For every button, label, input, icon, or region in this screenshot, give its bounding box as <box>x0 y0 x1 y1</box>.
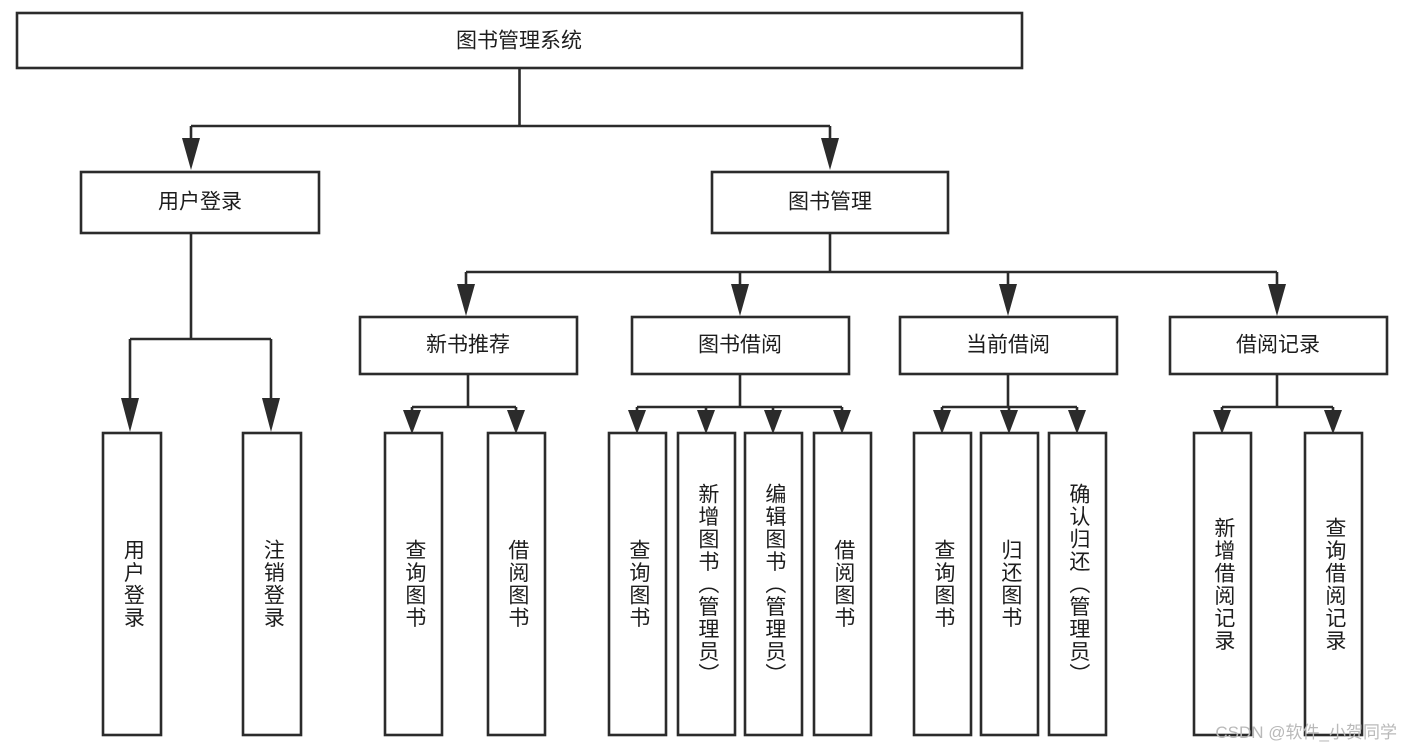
arrow-head-leaf-borrow-book-1 <box>507 410 525 434</box>
node-label-root: 图书管理系统 <box>456 30 582 53</box>
node-box-leaf-query-book-1[interactable] <box>383 431 444 737</box>
arrow-head-user-login <box>182 138 200 170</box>
arrow-head-leaf-query-book-1 <box>403 410 421 434</box>
arrow-head-new-book-rec <box>457 284 475 316</box>
node-box-leaf-logout[interactable] <box>241 431 303 737</box>
node-box-leaf-add-book-admin[interactable] <box>676 431 737 737</box>
node-box-leaf-user-login[interactable] <box>101 431 163 737</box>
connector-group-current-borrow <box>933 374 1086 434</box>
node-box-leaf-borrow-book-1[interactable] <box>486 431 547 737</box>
node-label-user-login: 用户登录 <box>158 191 242 214</box>
arrow-head-leaf-add-borrow-record <box>1213 410 1231 434</box>
connector-group-book-mgmt <box>457 233 1286 316</box>
node-box-leaf-query-borrow-record[interactable] <box>1303 431 1364 737</box>
connector-group-book-borrow <box>628 374 851 434</box>
node-box-borrow-record[interactable] <box>1168 315 1389 376</box>
node-label-book-borrow: 图书借阅 <box>698 334 782 357</box>
node-box-leaf-borrow-book-2[interactable] <box>812 431 873 737</box>
node-box-leaf-add-borrow-record[interactable] <box>1192 431 1253 737</box>
connector-group-borrow-record <box>1213 374 1342 434</box>
node-box-leaf-query-book-3[interactable] <box>912 431 973 737</box>
node-box-leaf-return-book[interactable] <box>979 431 1040 737</box>
node-box-leaf-query-book-2[interactable] <box>607 431 668 737</box>
node-box-new-book-rec[interactable] <box>358 315 579 376</box>
arrow-head-leaf-borrow-book-2 <box>833 410 851 434</box>
node-label-current-borrow: 当前借阅 <box>966 334 1050 357</box>
arrow-head-leaf-query-book-3 <box>933 410 951 434</box>
arrow-head-leaf-edit-book-admin <box>764 410 782 434</box>
arrow-head-book-mgmt <box>821 138 839 170</box>
connector-group-user-login <box>121 233 280 432</box>
node-box-leaf-edit-book-admin[interactable] <box>743 431 804 737</box>
connector-group-root <box>182 68 839 170</box>
arrow-head-leaf-return-book <box>1000 410 1018 434</box>
node-box-user-login[interactable] <box>79 170 321 235</box>
arrow-head-leaf-logout <box>262 398 280 432</box>
node-box-book-mgmt[interactable] <box>710 170 950 235</box>
csdn-watermark: CSDN @软件_小贺同学 <box>1215 723 1397 742</box>
node-box-current-borrow[interactable] <box>898 315 1119 376</box>
arrow-head-leaf-query-book-2 <box>628 410 646 434</box>
connector-group-new-book-rec <box>403 374 525 434</box>
arrow-head-leaf-add-book-admin <box>697 410 715 434</box>
node-label-borrow-record: 借阅记录 <box>1236 334 1320 357</box>
arrow-head-borrow-record <box>1268 284 1286 316</box>
arrow-head-leaf-user-login <box>121 398 139 432</box>
node-box-book-borrow[interactable] <box>630 315 851 376</box>
node-label-new-book-rec: 新书推荐 <box>426 334 510 357</box>
arrow-head-book-borrow <box>731 284 749 316</box>
node-box-leaf-confirm-return-admin[interactable] <box>1047 431 1108 737</box>
arrow-head-leaf-query-borrow-record <box>1324 410 1342 434</box>
arrow-head-leaf-confirm-return-admin <box>1068 410 1086 434</box>
node-box-root[interactable] <box>15 11 1024 70</box>
arrow-head-current-borrow <box>999 284 1017 316</box>
node-label-book-mgmt: 图书管理 <box>788 191 872 214</box>
